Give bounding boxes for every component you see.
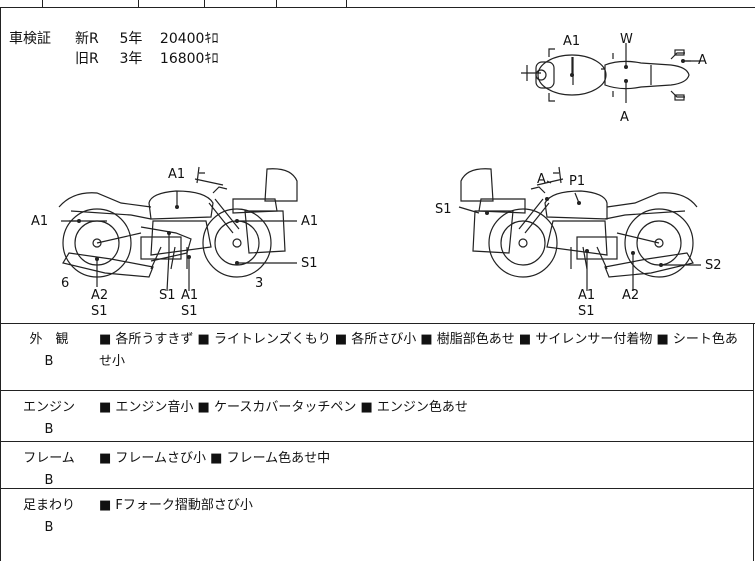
marker-label: S1 bbox=[301, 256, 318, 271]
marker-label: A2 bbox=[91, 288, 108, 303]
damage-diagram-panel: 車検証 新R 5年 20400ｷﾛ 旧R 3年 16800ｷﾛ bbox=[0, 7, 755, 324]
top-table-strip bbox=[0, 0, 755, 8]
condition-row-frame: フレーム B ■ フレームさび小 ■ フレーム色あせ中 bbox=[0, 442, 754, 489]
motorcycle-diagrams: A1 W A A A1 A1 A1 S1 6 3 A2 S1 S1 A1 S1 … bbox=[31, 32, 722, 319]
marker-label: A bbox=[698, 53, 707, 68]
category-name: フレーム bbox=[23, 451, 75, 466]
marker-label: A bbox=[620, 110, 629, 125]
category-name: 外 観 bbox=[29, 332, 69, 347]
category-grade: B bbox=[44, 354, 54, 369]
motorcycle-right-view bbox=[460, 166, 698, 278]
marker-label: S1 bbox=[159, 288, 176, 303]
marker-label: S1 bbox=[181, 304, 198, 319]
inspection-label: 車検証 bbox=[9, 31, 51, 47]
marker-label: S1 bbox=[578, 304, 595, 319]
inspection-years: 5年 bbox=[119, 31, 143, 47]
category-grade: B bbox=[44, 520, 54, 535]
marker-label: A1 bbox=[563, 34, 580, 49]
table-divider bbox=[138, 0, 139, 7]
inspection-type: 旧R bbox=[75, 51, 99, 67]
condition-category: エンジン B bbox=[17, 397, 81, 441]
condition-category: フレーム B bbox=[17, 448, 81, 492]
marker-label: A1 bbox=[301, 214, 318, 229]
category-name: エンジン bbox=[22, 400, 75, 415]
motorcycle-left-view bbox=[58, 166, 298, 278]
inspection-row: 旧R 3年 16800ｷﾛ bbox=[75, 49, 275, 69]
category-grade: B bbox=[44, 422, 54, 437]
table-divider bbox=[346, 0, 347, 7]
table-divider bbox=[276, 0, 277, 7]
marker-label: A1 bbox=[181, 288, 198, 303]
marker-label: A bbox=[537, 172, 546, 187]
category-name: 足まわり bbox=[22, 498, 75, 513]
marker-label: S1 bbox=[435, 202, 452, 217]
marker-labels: A1 W A A A1 A1 A1 S1 6 3 A2 S1 S1 A1 S1 … bbox=[31, 32, 722, 319]
marker-label: A2 bbox=[622, 288, 639, 303]
table-divider bbox=[204, 0, 205, 7]
condition-category: 足まわり B bbox=[17, 495, 81, 539]
category-grade: B bbox=[44, 473, 54, 488]
marker-label: P1 bbox=[569, 174, 585, 189]
condition-notes: ■ Fフォーク摺動部さび小 bbox=[99, 498, 253, 513]
condition-notes: ■ エンジン音小 ■ ケースカバータッチペン ■ エンジン色あせ bbox=[99, 400, 468, 415]
marker-label: S1 bbox=[91, 304, 108, 319]
inspection-price: 16800ｷﾛ bbox=[159, 51, 219, 67]
table-divider bbox=[42, 0, 43, 7]
marker-label: W bbox=[620, 32, 633, 47]
marker-label: A1 bbox=[578, 288, 595, 303]
condition-row-suspension: 足まわり B ■ Fフォーク摺動部さび小 bbox=[0, 489, 754, 561]
marker-label: A1 bbox=[31, 214, 48, 229]
leader-lines bbox=[61, 57, 701, 292]
condition-row-exterior: 外 観 B ■ 各所うすきず ■ ライトレンズくもり ■ 各所さび小 ■ 樹脂部… bbox=[0, 323, 754, 391]
motorcycle-top-view bbox=[521, 43, 701, 103]
inspection-price: 20400ｷﾛ bbox=[159, 31, 219, 47]
condition-notes: ■ フレームさび小 ■ フレーム色あせ中 bbox=[99, 451, 331, 466]
condition-notes: ■ 各所うすきず ■ ライトレンズくもり ■ 各所さび小 ■ 樹脂部色あせ ■ … bbox=[99, 332, 738, 369]
inspection-row: 新R 5年 20400ｷﾛ bbox=[75, 29, 275, 49]
inspection-years: 3年 bbox=[119, 51, 143, 67]
marker-label: A1 bbox=[168, 167, 185, 182]
condition-row-engine: エンジン B ■ エンジン音小 ■ ケースカバータッチペン ■ エンジン色あせ bbox=[0, 391, 754, 442]
marker-label: 6 bbox=[61, 276, 69, 291]
inspection-type: 新R bbox=[75, 31, 99, 47]
marker-label: S2 bbox=[705, 258, 722, 273]
condition-category: 外 観 B bbox=[17, 329, 81, 373]
marker-label: 3 bbox=[255, 276, 263, 291]
